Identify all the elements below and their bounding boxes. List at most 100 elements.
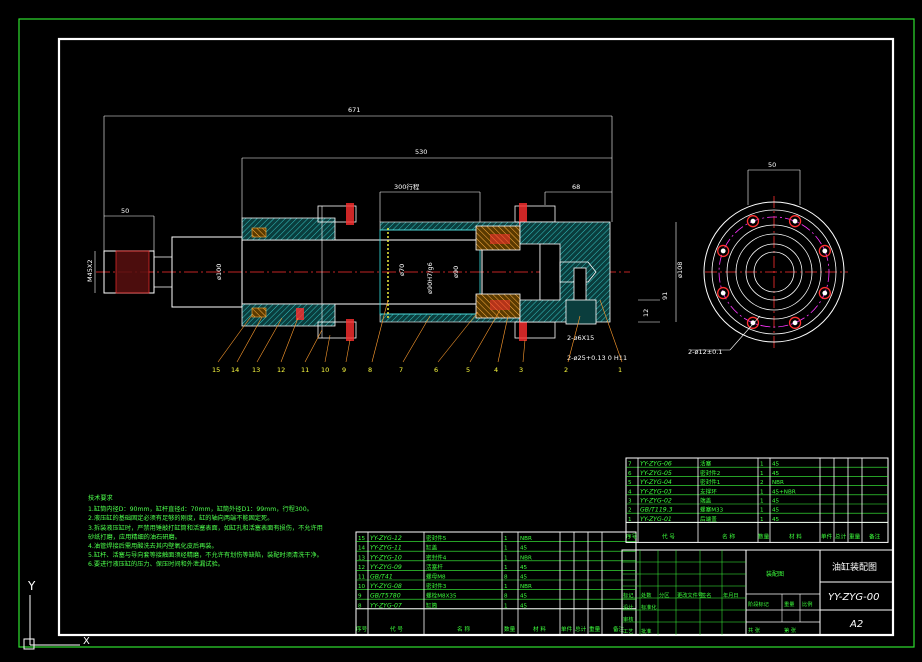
leader-lines	[217, 299, 623, 363]
svg-text:Y: Y	[27, 579, 36, 593]
bolt-hole	[788, 215, 802, 228]
bom-cell: 15	[358, 536, 366, 542]
bom-cell: 后端盖	[700, 515, 717, 523]
title-block-label: 更改文件号	[677, 591, 703, 599]
bom-cell: 14	[358, 546, 366, 552]
tech-req-line: 1.缸筒内径D：90mm，缸杆直径d：70mm，缸筒外径D1：99mm，行程30…	[88, 506, 313, 514]
bom-cell: 1	[760, 462, 764, 468]
tech-req-line: 2.液压缸的基础固定必须有足够的刚度，缸的轴向两端不能固定死。	[88, 515, 274, 523]
bom-cell: 活塞	[700, 460, 712, 468]
bom-cell: 1	[504, 584, 508, 590]
balloon-8: 8	[368, 366, 372, 374]
balloon-12: 12	[277, 366, 285, 374]
bom-cell: 1	[760, 499, 764, 505]
bom-cell: 密封件1	[700, 478, 721, 486]
dim-port-b: 2-ø6X15	[567, 334, 594, 342]
bom-cell: 1	[504, 565, 508, 571]
dim-thread: M45X2	[86, 260, 94, 282]
balloon-14: 14	[231, 366, 239, 374]
bom-cell: 45	[772, 471, 780, 477]
balloon-10: 10	[321, 366, 329, 374]
bom-cell: YY-ZYG-06	[640, 461, 672, 468]
bom-cell: 密封件3	[426, 582, 447, 590]
bom-cell: NBR	[520, 555, 532, 561]
bolt-hole	[788, 316, 802, 329]
bom-header-cell: 总计	[835, 532, 847, 540]
bolt-hole	[746, 215, 760, 228]
title-block-label: 处数	[641, 591, 652, 599]
title-block-label: 批准	[641, 627, 651, 635]
dim-end-holes: 2-ø12±0.1	[688, 348, 723, 356]
dim-overall-length: 671	[348, 106, 360, 114]
bolt-center	[822, 248, 828, 254]
bom-cell: YY-ZYG-05	[640, 470, 672, 477]
bom-cell: 45	[772, 517, 780, 523]
bolt-center	[750, 320, 756, 326]
title-block-label: 设计	[623, 603, 633, 611]
bom-cell: 45	[772, 499, 780, 505]
bom-cell: 45	[520, 565, 528, 571]
bom-cell: 2	[628, 508, 632, 514]
title-block-label: 重量	[784, 600, 794, 608]
title-block-label: 年月日	[723, 591, 739, 599]
bom-cell: GB/T5780	[370, 593, 401, 600]
bolt-hole	[717, 286, 730, 300]
bom-header-cell: 备注	[869, 532, 881, 540]
bom-cell: 1	[628, 517, 632, 523]
tech-req-heading: 技术要求	[88, 495, 113, 502]
bom-header-cell: 重量	[589, 625, 601, 633]
balloon-13: 13	[252, 366, 260, 374]
bom-cell: 6	[628, 471, 632, 477]
bolt-hole	[818, 244, 831, 258]
cylinder-section-view	[96, 203, 630, 341]
title-block: 标记处数分区更改文件号签名年月日设计标准化审核工艺批准阶段标记重量比例共 张第 …	[621, 549, 894, 636]
bom-cell: 螺塞M33	[700, 506, 724, 514]
bom-header-cell: 重量	[849, 532, 861, 540]
bom-header-cell: 材 料	[789, 532, 802, 540]
bom-header-cell: 单件	[561, 625, 573, 633]
bom-cell: GB/T119.3	[640, 507, 673, 514]
dim-right-b: 12	[642, 309, 650, 317]
bom-cell: 1	[760, 508, 764, 514]
bom-cell: 45+NBR	[772, 489, 796, 495]
bom-cell: 8	[504, 594, 508, 600]
bom-cell: YY-ZYG-03	[640, 488, 672, 495]
bolt-center	[720, 248, 726, 254]
bom-cell: 端盖	[700, 497, 712, 505]
balloon-3: 3	[519, 366, 523, 374]
dim-body-length: 530	[415, 148, 427, 156]
bom-header-cell: 名 称	[457, 625, 470, 633]
bom-cell: YY-ZYG-09	[370, 564, 402, 571]
bom-cell: 螺栓M8X35	[426, 592, 457, 600]
bom-header-cell: 代 号	[662, 532, 675, 540]
bom-header-cell: 备注	[613, 625, 625, 633]
title-block-label: 工艺	[623, 628, 633, 635]
balloon-5: 5	[466, 366, 470, 374]
bom-cell: YY-ZYG-01	[640, 516, 672, 523]
dim-rod-end: 50	[121, 207, 129, 215]
bom-header-cell: 材 料	[533, 625, 546, 633]
bom-cell: 8	[504, 575, 508, 581]
bom-cell: 螺母M8	[426, 573, 446, 581]
bolt-center	[792, 320, 798, 326]
bom-cell: 密封件5	[426, 534, 447, 542]
bom-cell: 12	[358, 565, 365, 571]
title-left-label: 装配图	[766, 570, 784, 578]
bom-cell: 10	[358, 584, 366, 590]
dim-stroke: 300行程	[394, 182, 420, 191]
bom-header-cell: 数量	[758, 532, 770, 540]
title-block-label: 阶段标记	[748, 600, 769, 608]
title-block-label: 签名	[701, 591, 711, 599]
tech-req-line: 3.拆装液压缸时，严禁用锤敲打缸筒和活塞表面，如缸孔和活塞表面有损伤，不允许用砂…	[88, 524, 323, 541]
title-block-label: 共 张	[748, 626, 761, 634]
bom-cell: 1	[760, 489, 764, 495]
balloon-2: 2	[564, 366, 568, 374]
bolt-center	[720, 290, 726, 296]
bolt-hole	[717, 244, 730, 258]
bom-header-cell: 总计	[575, 625, 587, 633]
bom-cell: 1	[760, 471, 764, 477]
